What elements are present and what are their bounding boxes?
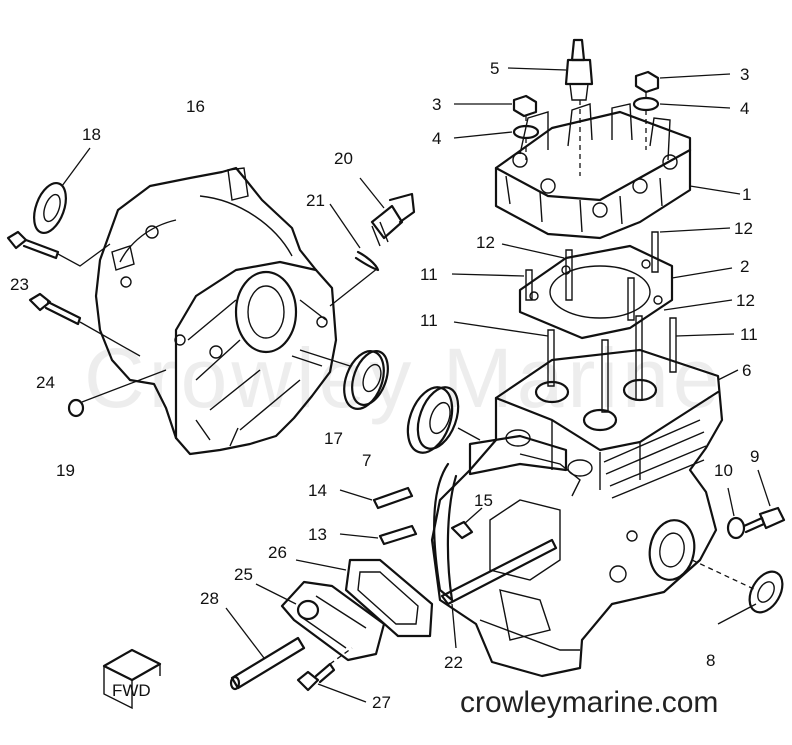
fwd-label: FWD xyxy=(112,681,151,700)
callout-13: 13 xyxy=(308,525,327,544)
oil-seal-right xyxy=(691,559,784,625)
callout-12: 12 xyxy=(476,233,495,252)
bolt-23 xyxy=(6,230,111,267)
crankcase-cover xyxy=(94,166,338,456)
bearing-7 xyxy=(406,386,481,454)
head-studs xyxy=(451,227,735,413)
head-gasket xyxy=(518,244,733,340)
callout-labels: 1 2 3 3 4 4 5 6 7 8 9 10 11 11 11 12 12 … xyxy=(10,59,759,712)
crankcase-gasket xyxy=(433,434,568,649)
cylinder-head xyxy=(494,103,741,240)
callout-2: 2 xyxy=(740,257,749,276)
bearing-17 xyxy=(299,349,389,410)
callout-21: 21 xyxy=(306,191,325,210)
callout-7: 7 xyxy=(362,451,371,470)
crankcase-cylinder xyxy=(430,348,739,678)
plug-15 xyxy=(450,507,483,540)
callout-26: 26 xyxy=(268,543,287,562)
bolt-27 xyxy=(296,647,367,703)
callout-8: 8 xyxy=(706,651,715,670)
callout-28: 28 xyxy=(200,589,219,608)
callout-6: 6 xyxy=(742,361,751,380)
callout-14: 14 xyxy=(308,481,327,500)
push-rod-28 xyxy=(225,607,306,691)
callout-24: 24 xyxy=(36,373,55,392)
bolt-9 xyxy=(742,469,786,534)
oil-filler-plug xyxy=(370,192,416,247)
callout-4: 4 xyxy=(740,99,749,118)
callout-12: 12 xyxy=(736,291,755,310)
cover-gasket xyxy=(295,558,434,638)
fwd-direction-arrow: FWD xyxy=(102,648,162,710)
callout-10: 10 xyxy=(714,461,733,480)
callout-22: 22 xyxy=(444,653,463,672)
stud-14 xyxy=(339,486,414,510)
callout-3: 3 xyxy=(740,65,749,84)
callout-19: 19 xyxy=(56,461,75,480)
callout-16: 16 xyxy=(186,97,205,116)
callout-18: 18 xyxy=(82,125,101,144)
side-cover xyxy=(255,580,386,662)
site-url-text: crowleymarine.com xyxy=(460,686,719,719)
callout-20: 20 xyxy=(334,149,353,168)
circlip xyxy=(329,177,385,307)
oil-seal-left xyxy=(33,147,91,234)
callout-5: 5 xyxy=(490,59,499,78)
callout-4: 4 xyxy=(432,129,441,148)
callout-11: 11 xyxy=(420,265,438,284)
callout-23: 23 xyxy=(10,275,29,294)
callout-12: 12 xyxy=(734,219,753,238)
stud-13 xyxy=(339,524,418,546)
callout-15: 15 xyxy=(474,491,493,510)
spark-plug xyxy=(507,38,594,176)
callout-1: 1 xyxy=(742,185,751,204)
washer-10 xyxy=(726,487,746,540)
nut-washer-right xyxy=(632,70,731,150)
callout-11: 11 xyxy=(420,311,438,330)
nut-washer-left xyxy=(453,94,540,160)
dowel-19 xyxy=(67,369,167,418)
callout-9: 9 xyxy=(750,447,759,466)
callout-17: 17 xyxy=(324,429,343,448)
callout-11: 11 xyxy=(740,325,758,344)
callout-27: 27 xyxy=(372,693,391,712)
callout-3: 3 xyxy=(432,95,441,114)
bolt-24 xyxy=(28,292,141,357)
callout-25: 25 xyxy=(234,565,253,584)
